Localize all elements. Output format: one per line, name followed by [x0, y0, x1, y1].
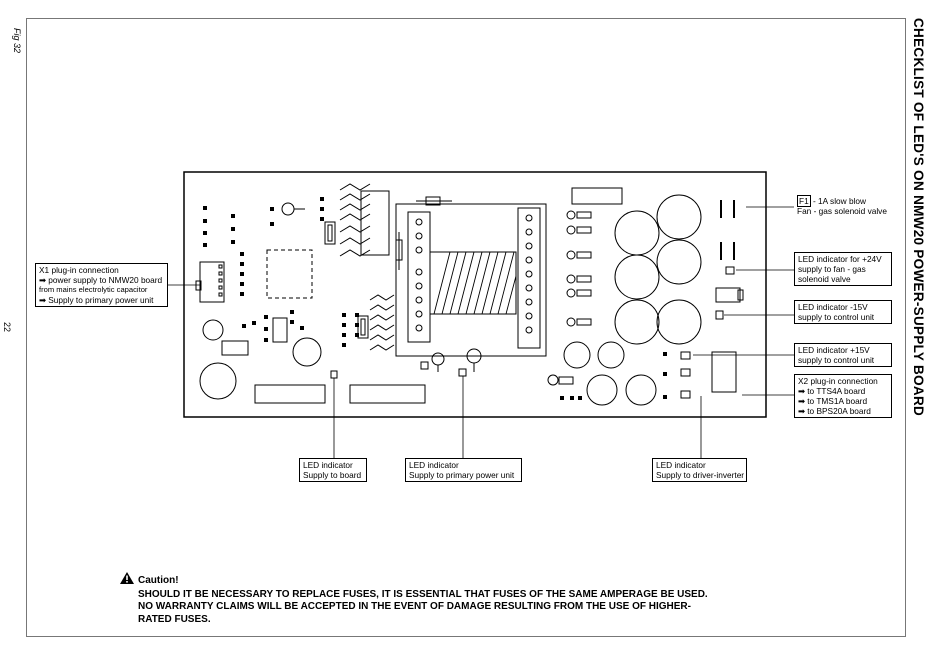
- led-m15-line: LED indicator -15V: [798, 302, 868, 312]
- led24-line: supply to fan - gas: [798, 264, 866, 274]
- x1-pins: [218, 264, 223, 297]
- caution-line: NO WARRANTY CLAIMS WILL BE ACCEPTED IN T…: [138, 601, 691, 612]
- x1-line: ➡ Supply to primary power unit: [39, 295, 154, 305]
- led-plus15v-label: LED indicator +15V supply to control uni…: [794, 343, 892, 367]
- transformer-windings: [433, 251, 517, 315]
- capacitors: [563, 194, 702, 406]
- transformer-pins: [415, 214, 533, 334]
- ic-dashed: [266, 249, 313, 299]
- led-p15-line: LED indicator +15V: [798, 345, 870, 355]
- leader-lines: [168, 206, 794, 458]
- x1-title: X1 plug-in connection: [39, 265, 119, 275]
- led-m15-line: supply to control unit: [798, 312, 875, 322]
- caution-heading: Caution!: [138, 575, 179, 586]
- x2-title: X2 plug-in connection: [798, 376, 878, 386]
- transformer: [395, 203, 547, 357]
- led-supply-to-board: [330, 370, 338, 379]
- warning-icon: [120, 572, 134, 589]
- led-driver-line: Supply to driver-inverter: [656, 470, 745, 480]
- led-primary-line: LED indicator: [409, 460, 459, 470]
- led-p15-line: supply to control unit: [798, 355, 875, 365]
- led-minus15v: [715, 310, 724, 320]
- x2-line: ➡ to TMS1A board: [798, 396, 868, 406]
- f1-line: Fan - gas solenoid valve: [797, 206, 887, 216]
- led-primary-label: LED indicator Supply to primary power un…: [405, 458, 522, 482]
- fuse-f1: [720, 200, 735, 260]
- led-board-line: Supply to board: [303, 470, 362, 480]
- board-outline: [183, 171, 767, 418]
- diodes-right: [547, 210, 592, 386]
- led-driver-line: LED indicator: [656, 460, 706, 470]
- x1-line: from mains electrolytic capacitor: [39, 285, 148, 294]
- led-24v-label: LED indicator for +24V supply to fan - g…: [794, 252, 892, 286]
- page-frame: [26, 18, 906, 637]
- led-board-line: LED indicator: [303, 460, 353, 470]
- x2-connection-label: X2 plug-in connection ➡ to TTS4A board ➡…: [794, 374, 892, 418]
- caution-line: RATED FUSES.: [138, 613, 211, 625]
- caution-line: SHOULD IT BE NECESSARY TO REPLACE FUSES,…: [138, 588, 708, 600]
- f1-line: - 1A slow blow: [810, 196, 867, 206]
- led-plus15v: [680, 351, 691, 360]
- small-components-left: [203, 197, 359, 347]
- led-primary-power: [458, 368, 467, 377]
- f1-tag: F1: [797, 195, 811, 207]
- led-minus15v-label: LED indicator -15V supply to control uni…: [794, 300, 892, 324]
- heatsink-left: [339, 183, 395, 351]
- x2-line: ➡ to TTS4A board: [798, 386, 866, 396]
- led-primary-line: Supply to primary power unit: [409, 470, 515, 480]
- f1-fuse-label: F1 - 1A slow blow Fan - gas solenoid val…: [794, 195, 892, 217]
- caution-notice: Caution! SHOULD IT BE NECESSARY TO REPLA…: [120, 572, 708, 626]
- led-driver-inverter: [680, 390, 691, 399]
- led-board-label: LED indicator Supply to board: [299, 458, 367, 482]
- x1-line: ➡ power supply to NMW20 board: [39, 275, 163, 285]
- led-24v: [725, 266, 735, 275]
- x1-connection-label: X1 plug-in connection ➡ power supply to …: [35, 263, 168, 307]
- x2-connector: [711, 351, 737, 393]
- x2-line: ➡ to BPS20A board: [798, 406, 871, 416]
- led24-line: LED indicator for +24V: [798, 254, 882, 264]
- led-driver-label: LED indicator Supply to driver-inverter: [652, 458, 747, 482]
- led24-line: solenoid valve: [798, 274, 851, 284]
